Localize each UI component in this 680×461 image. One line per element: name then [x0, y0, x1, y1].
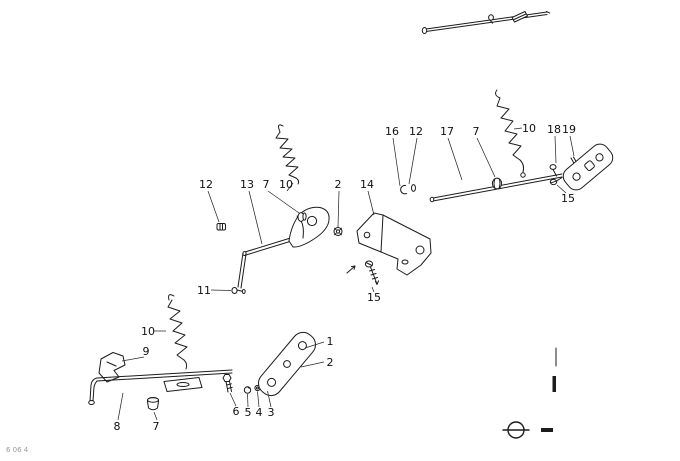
callout-15-upper: 15 [561, 192, 575, 205]
callout-7-middle: 7 [263, 178, 270, 191]
rod-8-assembly [88, 369, 233, 411]
spring-upper-right [495, 89, 526, 178]
bracket-14 [356, 212, 432, 276]
callout-10-upper: 10 [522, 122, 536, 135]
washer-2-middle [333, 227, 343, 236]
callout-11: 11 [197, 284, 211, 297]
callout-1: 1 [327, 335, 334, 348]
callout-10-middle: 10 [279, 178, 293, 191]
spring-middle [275, 124, 300, 185]
callout-19: 19 [562, 123, 576, 136]
callout-3: 3 [268, 406, 275, 419]
section-marks [552, 347, 557, 392]
callout-13: 13 [240, 178, 254, 191]
grommet-7-middle [297, 212, 307, 222]
callout-7-lower: 7 [153, 420, 160, 433]
callout-16: 16 [385, 125, 399, 138]
mounting-plate-upper [562, 143, 614, 191]
bolt-11 [231, 287, 246, 294]
lock-washer-5 [243, 386, 252, 394]
leader-lines [117, 127, 575, 421]
callout-labels: 16 12 17 7 10 18 19 15 12 13 7 10 2 14 1… [114, 122, 577, 433]
callout-9: 9 [143, 345, 150, 358]
mounting-plate-lower [258, 331, 316, 397]
callout-6: 6 [233, 405, 240, 418]
c-clip [400, 184, 407, 195]
slotted-screw-symbol [502, 421, 553, 439]
callout-2-lower: 2 [327, 356, 334, 369]
callout-2-middle: 2 [335, 178, 342, 191]
upper-rod-assembly [400, 143, 614, 203]
spring-lower-left [167, 294, 188, 370]
callout-12-upper: 12 [409, 125, 423, 138]
rod-tab [163, 377, 203, 392]
bolt-6 [222, 374, 233, 393]
nut-12-middle [216, 223, 226, 231]
bolt-18 [549, 164, 557, 177]
callout-17: 17 [440, 125, 454, 138]
clamp-9 [98, 352, 126, 383]
footer-plate-code: 6 06 4 [6, 446, 29, 454]
rod-grommet [491, 177, 503, 190]
callout-18: 18 [547, 123, 561, 136]
callout-8: 8 [114, 420, 121, 433]
callout-12-middle: 12 [199, 178, 213, 191]
buffer-7-lower [147, 397, 159, 411]
top-rod-assembly [421, 11, 551, 34]
callout-7-upper: 7 [473, 125, 480, 138]
callout-10-lower: 10 [141, 325, 155, 338]
callout-15-middle: 15 [367, 291, 381, 304]
screw-15-upper [549, 177, 563, 186]
middle-lever-assembly [216, 206, 343, 294]
washer [411, 184, 416, 192]
screw-15-middle [346, 260, 379, 285]
lever-plate-13 [288, 206, 330, 248]
callout-4: 4 [256, 406, 263, 419]
callout-5: 5 [245, 406, 252, 419]
callout-14: 14 [360, 178, 374, 191]
